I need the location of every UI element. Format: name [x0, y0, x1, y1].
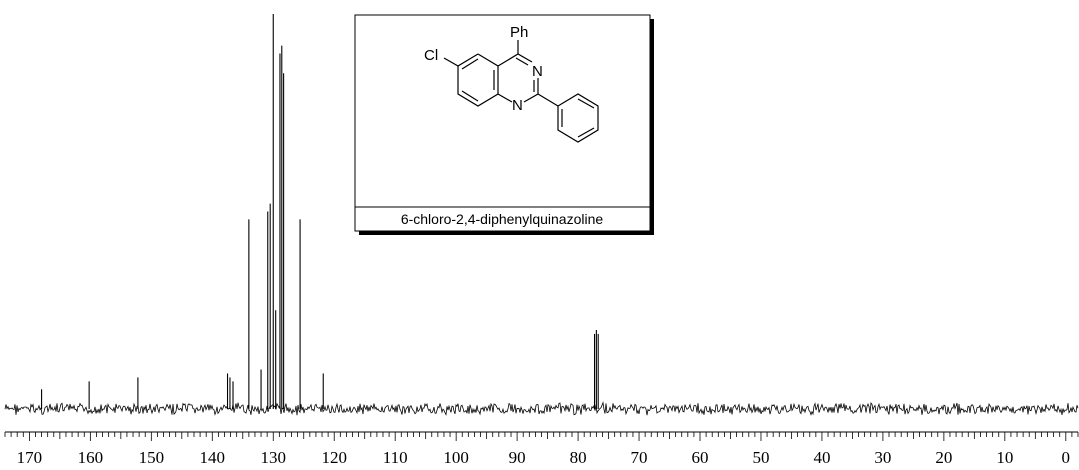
peak-series [41, 14, 599, 409]
x-tick-label: 0 [1062, 448, 1071, 467]
x-tick-label: 50 [752, 448, 769, 467]
x-tick-label: 80 [570, 448, 587, 467]
x-tick-label: 110 [383, 448, 408, 467]
x-tick-label: 90 [509, 448, 526, 467]
x-tick-label: 60 [692, 448, 709, 467]
baseline-noise-trace [4, 401, 1079, 416]
phenyl-ring-bond [557, 93, 599, 143]
x-axis-minor-ticks [4, 432, 1079, 441]
x-tick-label: 70 [631, 448, 648, 467]
x-tick-label: 30 [874, 448, 891, 467]
ph-atom-label: Ph [510, 24, 528, 41]
x-tick-label: 150 [139, 448, 165, 467]
x-tick-label: 170 [17, 448, 43, 467]
structure-inset: 6-chloro-2,4-diphenylquinazoline [354, 14, 654, 235]
x-tick-label: 160 [78, 448, 104, 467]
structure-inset-box [354, 14, 651, 232]
benzo-double-bond [461, 58, 479, 70]
cl-atom-label: Cl [424, 47, 438, 64]
x-tick-label: 130 [261, 448, 287, 467]
phenyl-double-bond [577, 98, 595, 109]
x-tick-label: 20 [935, 448, 952, 467]
c2-phenyl-bond [537, 93, 559, 107]
x-tick-label: 100 [443, 448, 469, 467]
compound-name-label: 6-chloro-2,4-diphenylquinazoline [401, 211, 604, 227]
x-tick-label: 120 [321, 448, 347, 467]
n3-atom-label: N [532, 63, 543, 80]
x-tick-label: 140 [200, 448, 226, 467]
n1-atom-label: N [512, 97, 523, 114]
x-tick-label: 10 [996, 448, 1013, 467]
phenyl-double-bond [577, 127, 595, 138]
c4-n3-double-bond [515, 57, 529, 66]
benzo-double-bond [461, 90, 479, 102]
molecule-structure [443, 40, 599, 143]
c6-cl-bond [443, 57, 459, 67]
x-tick-label: 40 [813, 448, 830, 467]
n1-c8a-bond [497, 93, 513, 103]
